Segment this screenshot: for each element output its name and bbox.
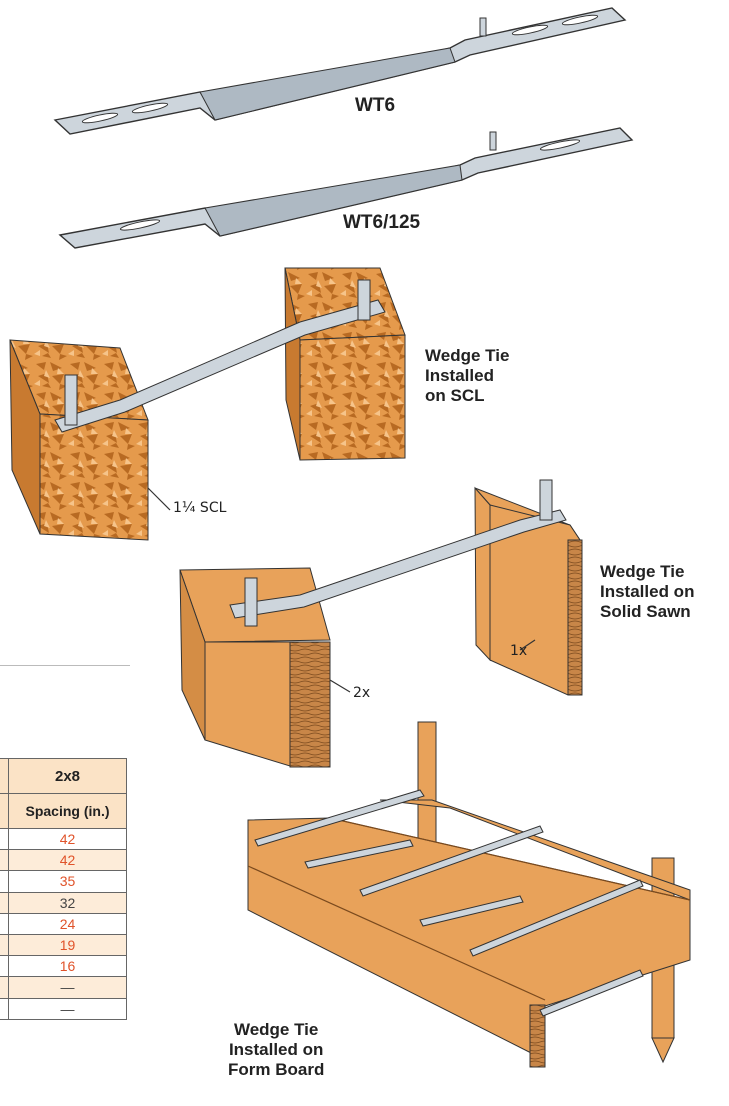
scl-caption: Wedge Tie Installed on SCL xyxy=(425,346,509,406)
spacing-cell: 16 xyxy=(8,955,127,978)
column-header-2x8: 2x8 xyxy=(8,758,127,794)
cut-cell xyxy=(0,758,9,794)
table-row: 42 xyxy=(0,827,127,851)
table-row: 24 xyxy=(0,912,127,935)
column-subheader-spacing: Spacing (in.) xyxy=(8,793,127,829)
table-row: 35 xyxy=(0,870,127,893)
spacing-cell: 19 xyxy=(8,933,127,957)
table-row: 19 xyxy=(0,933,127,957)
scl-caption-line-3: on SCL xyxy=(425,386,485,405)
wt6-strap xyxy=(53,7,627,135)
spacing-cell: — xyxy=(8,976,127,999)
cut-cell xyxy=(0,793,9,829)
table-row: 42 xyxy=(0,849,127,872)
scl-illustration xyxy=(9,267,406,541)
solid-sawn-caption-line-2: Installed on xyxy=(600,582,695,601)
table-row: — xyxy=(0,976,127,999)
solid-sawn-caption-line-3: Solid Sawn xyxy=(600,602,691,621)
form-board-caption-line-3: Form Board xyxy=(228,1060,325,1079)
spacing-cell: — xyxy=(8,997,127,1020)
scl-callout: 1¼ SCL xyxy=(173,500,227,516)
table-row: 32 xyxy=(0,891,127,914)
form-board-illustration xyxy=(247,721,691,1068)
solid-sawn-illustration xyxy=(179,479,583,768)
solid-sawn-caption: Wedge Tie Installed on Solid Sawn xyxy=(600,562,694,622)
form-board-caption-line-2: Installed on xyxy=(228,1040,324,1059)
form-board-caption: Wedge Tie Installed on Form Board xyxy=(228,1020,324,1080)
spacing-cell: 24 xyxy=(8,912,127,935)
solid-sawn-caption-line-1: Wedge Tie xyxy=(600,562,685,581)
spacing-table: 2x8 Spacing (in.) 42 42 35 32 24 19 16 —… xyxy=(0,758,127,1020)
scl-caption-line-2: Installed xyxy=(425,366,494,385)
table-row: 16 xyxy=(0,955,127,978)
spacing-cell: 42 xyxy=(8,849,127,872)
wt6-label: WT6 xyxy=(355,95,396,116)
callout-1x: 1x xyxy=(510,643,528,659)
section-divider xyxy=(0,665,130,666)
spacing-cell: 32 xyxy=(8,891,127,914)
table-row: — xyxy=(0,997,127,1020)
wt6-125-strap xyxy=(58,127,634,249)
spacing-cell: 35 xyxy=(8,870,127,893)
spacing-cell: 42 xyxy=(8,827,127,851)
wt6-125-label: WT6/125 xyxy=(343,212,421,233)
scl-caption-line-1: Wedge Tie xyxy=(425,346,510,365)
form-board-caption-line-1: Wedge Tie xyxy=(233,1020,319,1039)
callout-2x: 2x xyxy=(353,685,371,701)
